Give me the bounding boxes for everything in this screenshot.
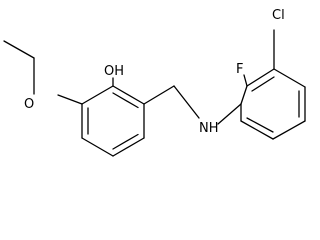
- n-aryl-bond: [217, 103, 242, 125]
- ring-double-bond: [112, 92, 139, 109]
- c-f-bond: [243, 74, 248, 87]
- ring-bond: [112, 85, 145, 105]
- fluorine-label: F: [236, 62, 243, 77]
- ring-bond: [81, 85, 114, 105]
- ring-bond: [246, 68, 275, 87]
- ring-double-bond: [112, 133, 139, 150]
- hydroxyl-label: OH: [104, 64, 124, 79]
- ring-bond: [81, 137, 114, 157]
- ring-bond: [240, 85, 248, 105]
- ether-oxygen-label: O: [24, 97, 34, 112]
- benzylic-bond: [143, 85, 175, 105]
- amine-label: NH: [199, 121, 219, 136]
- ring-bond: [272, 120, 306, 140]
- aryl-oxygen-bond: [57, 94, 83, 105]
- ring-double-bond: [246, 117, 274, 133]
- phenol-ring: [81, 85, 145, 157]
- ethoxy-ch2-ch3-bond: [3, 40, 35, 59]
- ch2-n-bond: [173, 85, 200, 119]
- chlorofluorophenyl-ring: [240, 68, 306, 140]
- ring-bond: [273, 68, 306, 88]
- chemical-structure-diagram: OH O NH F Cl: [3, 8, 306, 157]
- chlorine-label: Cl: [272, 8, 285, 23]
- ring-double-bond: [251, 76, 275, 92]
- ring-bond: [240, 120, 274, 140]
- ring-bond: [112, 137, 145, 157]
